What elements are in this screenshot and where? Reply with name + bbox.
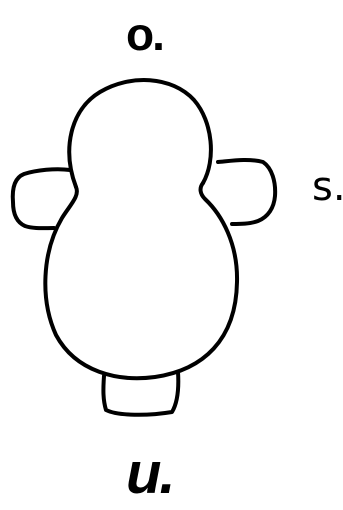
right-appendage-outline <box>218 160 275 224</box>
bottom-label: u. <box>126 445 198 503</box>
top-label: o. <box>126 8 188 60</box>
lower-lobe-outline <box>45 183 237 378</box>
right-label: s. <box>312 163 343 211</box>
upper-lobe-outline <box>69 80 211 187</box>
